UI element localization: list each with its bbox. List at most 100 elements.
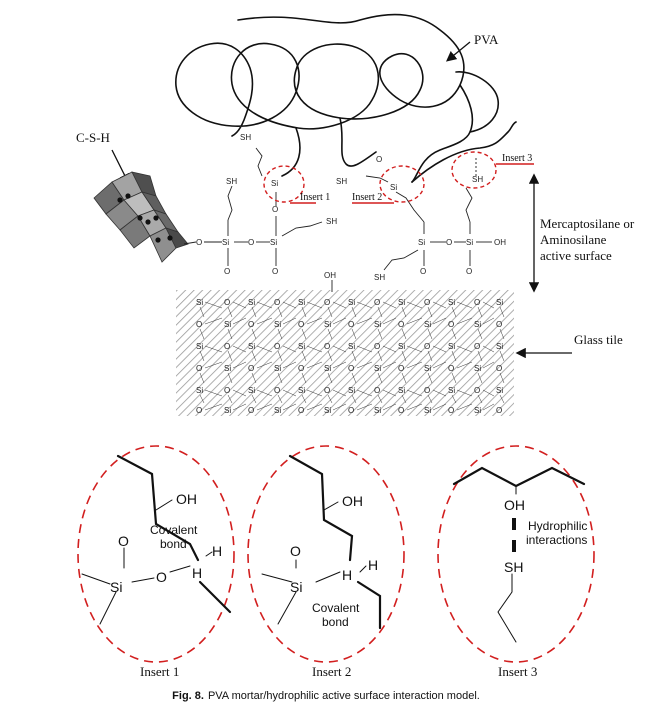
glass-si-atom: Si [424,320,431,329]
svg-text:O: O [224,267,230,276]
glass-bond [204,361,223,369]
glass-si-atom: Si [374,320,381,329]
glass-bond [327,372,333,384]
glass-bond [482,345,495,353]
svg-text:Si: Si [466,238,473,247]
glass-o-atom: O [196,364,202,373]
glass-si-atom: Si [374,364,381,373]
glass-bond [301,394,307,404]
glass-si-atom: Si [298,386,305,395]
svg-text:Covalent: Covalent [150,523,198,537]
glass-bond [277,350,283,362]
insert2-detail: OH O Si H H Covalent bond [247,445,405,663]
glass-si-atom: Si [196,342,203,351]
glass-o-atom: O [274,386,280,395]
glass-bond [277,328,283,340]
pva-label: PVA [474,32,499,47]
active-surface-label-3: active surface [540,248,612,263]
pva-polymer-chain [175,13,517,183]
glass-bond [306,389,323,397]
glass-bond [382,361,397,369]
glass-bond [482,361,495,369]
svg-text:O: O [466,267,472,276]
glass-bond [232,317,247,325]
glass-o-atom: O [474,386,480,395]
glass-o-atom: O [424,298,430,307]
glass-bond [351,328,357,340]
insert3-caption: Insert 3 [498,664,537,679]
glass-o-atom: O [274,298,280,307]
insert1-highlight [263,165,305,203]
glass-bond [382,301,397,309]
glass-bond [406,403,423,411]
glass-si-atom: Si [474,406,481,415]
glass-bond [482,301,495,309]
glass-bond [382,403,397,411]
active-surface-label-2: Aminosilane [540,232,607,247]
glass-o-atom: O [298,320,304,329]
glass-o-atom: O [348,406,354,415]
glass-bond [232,403,247,411]
svg-text:Si: Si [418,238,425,247]
glass-bond [227,394,233,404]
glass-bond [232,389,247,397]
glass-si-atom: Si [324,320,331,329]
glass-bond [456,345,473,353]
svg-text:Si: Si [222,238,229,247]
glass-si-atom: Si [274,364,281,373]
glass-si-atom: Si [298,298,305,307]
glass-bond [351,350,357,362]
glass-bond [456,361,473,369]
glass-bond [332,361,347,369]
insert-highlight-circles [263,151,497,203]
svg-text:O: O [156,569,167,585]
insert2-highlight [379,165,425,203]
glass-bond [327,350,333,362]
glass-o-atom: O [374,342,380,351]
glass-bond [327,306,333,318]
insert3-highlight [451,151,497,189]
glass-bond [256,317,273,325]
glass-bond [332,403,347,411]
glass-bond [282,317,297,325]
insert2-caption: Insert 2 [312,664,351,679]
glass-bond [401,306,407,318]
glass-si-atom: Si [474,364,481,373]
svg-text:Si: Si [290,579,302,595]
glass-bond [227,306,233,318]
glass-bond [432,317,447,325]
glass-bond [432,403,447,411]
glass-si-atom: Si [448,342,455,351]
glass-bond [227,350,233,362]
glass-bond [251,306,257,318]
glass-o-atom: O [324,298,330,307]
glass-bond [199,328,205,340]
glass-bond [306,345,323,353]
glass-bond [406,389,423,397]
glass-si-atom: Si [398,386,405,395]
glass-bond [199,372,205,384]
glass-o-atom: O [496,364,502,373]
svg-text:bond: bond [160,537,187,551]
glass-bond [427,372,433,384]
glass-bond [432,389,447,397]
glass-bond [456,317,473,325]
glass-bond [482,389,495,397]
glass-bond [356,361,373,369]
glass-si-atom: Si [248,342,255,351]
glass-o-atom: O [348,364,354,373]
glass-o-atom: O [448,406,454,415]
glass-o-atom: O [496,320,502,329]
glass-bond [356,345,373,353]
glass-si-atom: Si [398,298,405,307]
svg-text:SH: SH [326,217,337,226]
glass-bond [232,361,247,369]
svg-text:H: H [368,557,378,573]
glass-bond [401,372,407,384]
glass-bond [356,301,373,309]
glass-o-atom: O [424,342,430,351]
glass-bond [406,317,423,325]
glass-o-atom: O [374,386,380,395]
glass-bond [204,301,223,309]
svg-text:Si: Si [390,183,397,192]
